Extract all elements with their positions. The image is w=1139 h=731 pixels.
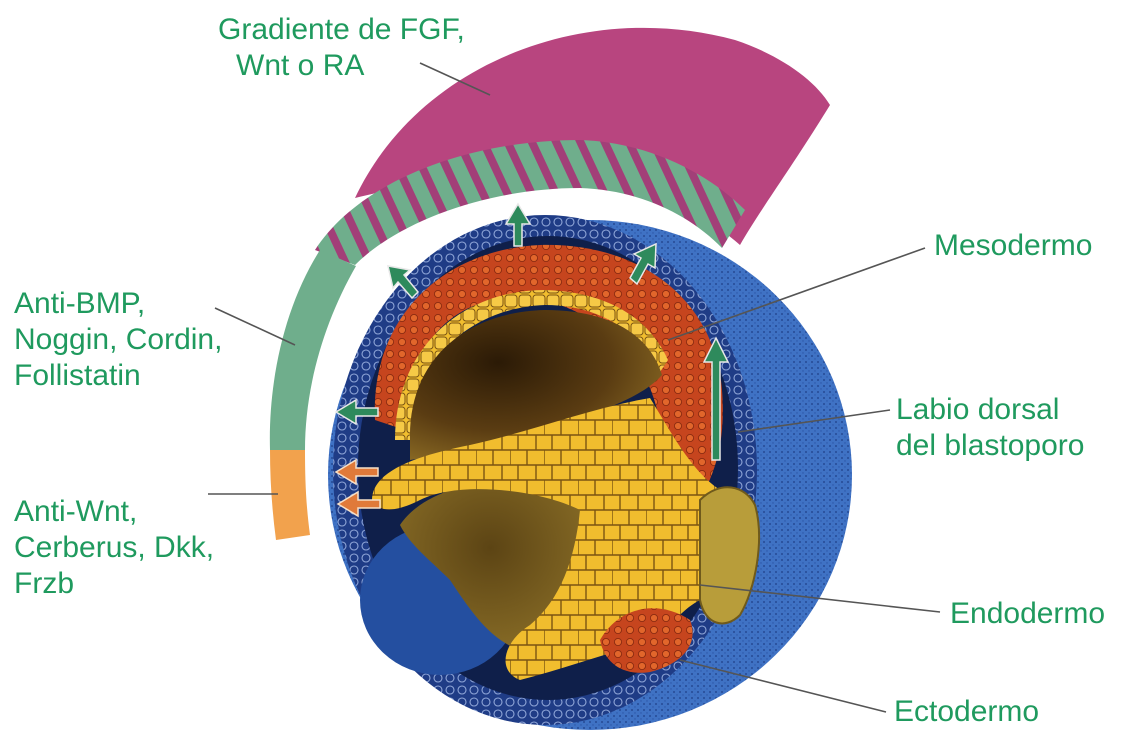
- label-labio-dorsal: Labio dorsal del blastoporo: [896, 392, 1084, 464]
- label-anti-bmp: Anti-BMP, Noggin, Cordin, Follistatin: [14, 286, 222, 394]
- label-labio-line-1: Labio dorsal: [896, 392, 1084, 428]
- label-endodermo-text: Endodermo: [950, 596, 1105, 632]
- label-fgf-line-2: Wnt o RA: [218, 48, 465, 84]
- label-fgf-gradient: Gradiente de FGF, Wnt o RA: [218, 12, 465, 84]
- label-anti-wnt-line-1: Anti-Wnt,: [14, 494, 214, 530]
- leader-anti-bmp: [215, 308, 295, 345]
- label-mesodermo: Mesodermo: [934, 228, 1092, 264]
- label-anti-bmp-line-3: Follistatin: [14, 358, 222, 394]
- label-labio-line-2: del blastoporo: [896, 428, 1084, 464]
- label-anti-wnt-line-3: Frzb: [14, 566, 214, 602]
- label-anti-bmp-line-1: Anti-BMP,: [14, 286, 222, 322]
- anti-wnt-band: [270, 450, 310, 540]
- label-anti-wnt-line-2: Cerberus, Dkk,: [14, 530, 214, 566]
- label-ectodermo-text: Ectodermo: [894, 694, 1039, 730]
- label-ectodermo: Ectodermo: [894, 694, 1039, 730]
- label-endodermo: Endodermo: [950, 596, 1105, 632]
- label-fgf-line-1: Gradiente de FGF,: [218, 12, 465, 48]
- label-mesodermo-text: Mesodermo: [934, 228, 1092, 264]
- label-anti-wnt: Anti-Wnt, Cerberus, Dkk, Frzb: [14, 494, 214, 602]
- label-anti-bmp-line-2: Noggin, Cordin,: [14, 322, 222, 358]
